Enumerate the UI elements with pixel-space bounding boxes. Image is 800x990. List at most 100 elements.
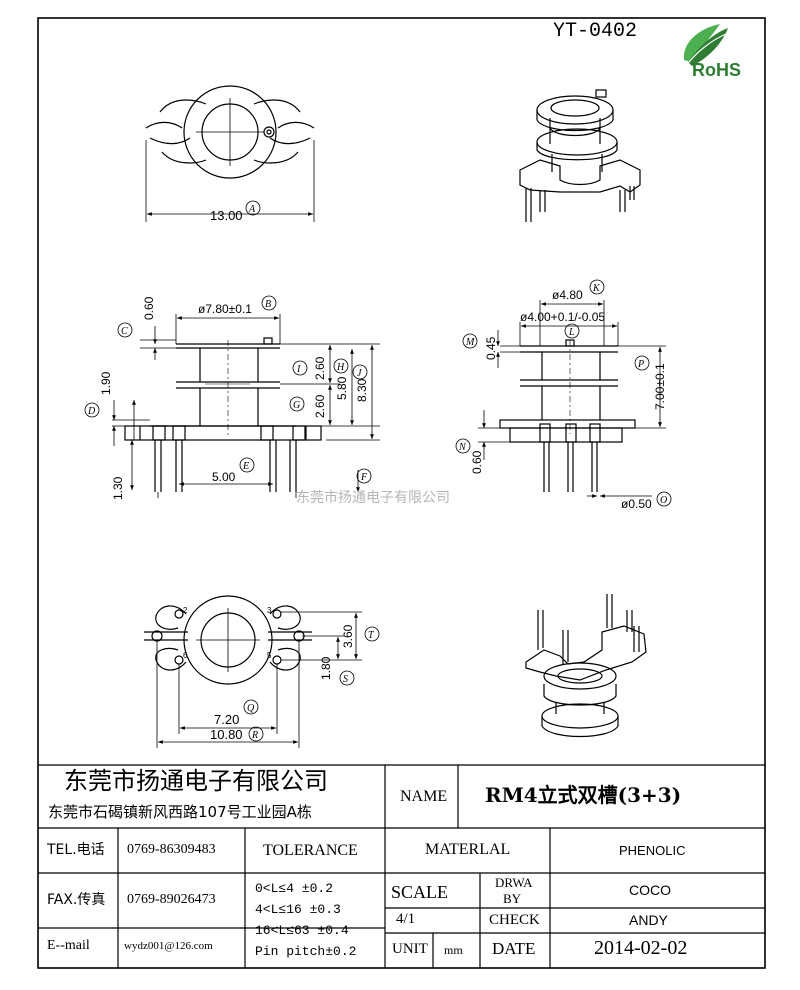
- dim-500: 5.00: [212, 470, 236, 484]
- watermark: 东莞市扬通电子有限公司: [296, 489, 450, 506]
- scale-label: SCALE: [391, 882, 449, 902]
- dim-720: 7.20: [214, 712, 239, 727]
- dim-700: 7.00±0.1: [653, 363, 667, 410]
- unit-label: UNIT: [392, 941, 428, 957]
- svg-text:O: O: [660, 495, 667, 506]
- svg-text:A: A: [248, 204, 256, 215]
- svg-text:RoHS: RoHS: [692, 60, 741, 80]
- callout-N: N: [455, 438, 471, 454]
- company-address: 东莞市石碣镇新风西路107号工业园A栋: [48, 803, 312, 821]
- svg-text:K: K: [592, 283, 601, 294]
- callout-G: G: [289, 396, 305, 412]
- dim-050: ø0.50: [621, 497, 652, 511]
- callout-T: T: [364, 626, 380, 642]
- tolerance-row-4: Pin pitch±0.2: [255, 944, 357, 959]
- svg-text:J: J: [357, 368, 362, 379]
- pin-6: 6: [183, 651, 188, 660]
- svg-text:N: N: [458, 442, 467, 453]
- callout-P: P: [634, 355, 650, 371]
- svg-text:D: D: [87, 406, 96, 417]
- callout-E: E: [239, 457, 255, 473]
- svg-text:B: B: [265, 299, 271, 310]
- callout-F: F: [356, 468, 372, 484]
- front-view-dims: [112, 314, 380, 498]
- pin-2: 2: [183, 606, 188, 615]
- title-block-grid: [38, 764, 765, 968]
- svg-text:C: C: [121, 326, 128, 337]
- pin-3: 3: [267, 606, 272, 615]
- unit-value: mm: [444, 943, 463, 957]
- drawn-label-line-1: DRWA: [495, 875, 533, 890]
- dim-830: 8.30: [355, 378, 369, 402]
- dim-13: 13.00: [210, 208, 243, 223]
- side-view: [499, 339, 636, 492]
- date-value: 2014-02-02: [594, 937, 688, 959]
- svg-text:E: E: [242, 461, 249, 472]
- svg-text:L: L: [568, 327, 575, 338]
- callout-A: A: [245, 200, 261, 216]
- svg-text:S: S: [343, 674, 348, 685]
- front-view: [124, 337, 322, 492]
- top-view: [145, 85, 315, 222]
- svg-text:I: I: [296, 364, 301, 375]
- side-view-dims: [478, 300, 666, 498]
- drawn-label-line-2: BY: [503, 891, 522, 906]
- company-name: 东莞市扬通电子有限公司: [64, 767, 328, 795]
- callout-S: S: [339, 670, 355, 686]
- svg-text:R: R: [251, 730, 258, 741]
- email-label: E--mail: [47, 938, 90, 953]
- fax-label: FAX.传真: [47, 892, 106, 908]
- check-label: CHECK: [489, 912, 540, 928]
- dim-060-top: 0.60: [142, 296, 156, 320]
- tel-value: 0769-86309483: [127, 842, 216, 857]
- callout-H: H: [333, 358, 349, 374]
- dim-480: ø4.80: [552, 288, 583, 302]
- fax-value: 0769-89026473: [127, 892, 216, 907]
- check-value: ANDY: [629, 912, 668, 928]
- drawn-value: COCO: [629, 882, 671, 898]
- scale-value: 4/1: [396, 911, 416, 927]
- iso-view-top: [519, 89, 641, 222]
- callout-M: M: [462, 333, 478, 349]
- svg-text:P: P: [637, 359, 644, 370]
- dim-360: 3.60: [341, 624, 355, 648]
- callout-Q: Q: [243, 699, 259, 715]
- material-label: MATERLAL: [425, 841, 511, 858]
- svg-text:F: F: [360, 472, 368, 483]
- callout-J: J: [352, 364, 368, 380]
- callout-R: R: [248, 726, 264, 742]
- date-label: DATE: [492, 939, 536, 958]
- tolerance-row-3: 16<L≤63 ±0.4: [255, 923, 349, 938]
- sheet-border: [37, 17, 766, 969]
- part-number: YT-0402: [553, 20, 638, 43]
- dim-045: 0.45: [484, 336, 498, 360]
- material-value: PHENOLIC: [619, 843, 686, 858]
- pin-5: 5: [267, 651, 272, 660]
- dim-260-a: 2.60: [313, 356, 327, 380]
- email-value: wydz001@126.com: [124, 940, 213, 952]
- rohs-logo: RoHS: [683, 24, 741, 80]
- dim-190: 1.90: [99, 371, 113, 395]
- callout-L: L: [564, 323, 580, 339]
- dim-260-b: 2.60: [313, 394, 327, 418]
- dim-130: 1.30: [111, 476, 125, 500]
- tolerance-row-1: 0<L≤4 ±0.2: [255, 881, 334, 896]
- name-value: RM4立式双槽(3+3): [485, 783, 682, 807]
- dim-580: 5.80: [335, 376, 349, 400]
- iso-view-bottom: [525, 594, 647, 738]
- svg-text:Q: Q: [247, 703, 255, 714]
- svg-text:G: G: [293, 400, 300, 411]
- callout-D: D: [84, 402, 100, 418]
- dim-180: 1.80: [319, 656, 333, 680]
- callout-I: I: [292, 360, 308, 376]
- dim-400: ø4.00+0.1/-0.05: [520, 310, 605, 324]
- callout-O: O: [656, 491, 672, 507]
- dim-780: ø7.80±0.1: [198, 302, 252, 316]
- svg-text:H: H: [336, 362, 345, 373]
- tolerance-label: TOLERANCE: [263, 842, 358, 859]
- callout-K: K: [589, 279, 605, 295]
- dim-1080: 10.80: [210, 727, 243, 742]
- tel-label: TEL.电话: [47, 842, 105, 858]
- tolerance-row-2: 4<L≤16 ±0.3: [255, 902, 341, 917]
